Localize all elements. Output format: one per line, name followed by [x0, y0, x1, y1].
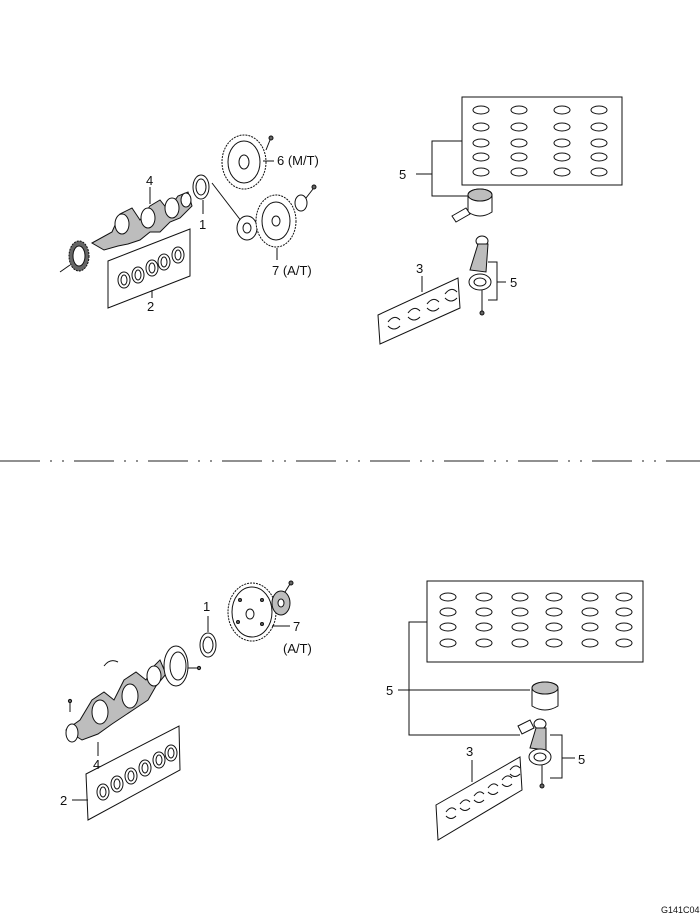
upper-callout-crankshaft: 4: [146, 173, 153, 188]
upper-callout-driveplate-at: 7 (A/T): [272, 263, 312, 278]
lower-callout-piston: 5: [386, 683, 393, 698]
figure-code: G141C04: [661, 905, 700, 915]
lower-piston-ring-set: [426, 580, 644, 663]
lower-conrod: [528, 718, 552, 789]
upper-callout-conrod-bearings: 3: [416, 261, 423, 276]
lower-callout-seal: 1: [203, 599, 210, 614]
lower-crankshaft: [65, 659, 167, 743]
upper-conrod-bearings: [377, 277, 461, 345]
lower-main-bearings: [85, 725, 181, 821]
lower-seal-housing: [163, 645, 202, 687]
upper-piston-ring-set: [461, 96, 623, 186]
upper-piston-assembly: 5 5 3: [377, 96, 623, 345]
upper-piston-bracket: [416, 140, 470, 197]
upper-rear-seal: [192, 174, 210, 200]
upper-crankshaft: [90, 191, 193, 251]
lower-driveplate-at: [227, 580, 294, 642]
lower-conrod-bearings: [435, 756, 523, 841]
lower-callout-conrod-bearings: 3: [466, 744, 473, 759]
upper-piston: [451, 188, 493, 223]
upper-driveplate-at: [211, 182, 317, 248]
lower-piston: [517, 681, 559, 735]
upper-flywheel-mt: [221, 134, 274, 190]
upper-callout-conrod: 5: [510, 275, 517, 290]
upper-callout-flywheel-mt: 6 (M/T): [277, 153, 319, 168]
lower-callout-driveplate-num: 7: [293, 619, 300, 634]
lower-rear-seal: [199, 632, 217, 658]
lower-crankshaft-assembly: 4 2 1: [60, 580, 312, 821]
upper-crankshaft-assembly: 4 2 1 6 (M: [59, 134, 319, 314]
upper-crank-sprocket: [59, 240, 90, 273]
upper-conrod-bracket: [488, 261, 506, 301]
lower-conrod-bracket: [550, 734, 575, 779]
upper-conrod: [468, 235, 492, 316]
upper-callout-piston: 5: [399, 167, 406, 182]
upper-callout-seal: 1: [199, 217, 206, 232]
lower-callout-conrod: 5: [578, 752, 585, 767]
lower-piston-assembly: 5 5: [386, 580, 644, 841]
lower-callout-main-bearings: 2: [60, 793, 67, 808]
lower-callout-crankshaft: 4: [93, 757, 100, 772]
upper-callout-main-bearings: 2: [147, 299, 154, 314]
lower-ring-bracket: [408, 621, 520, 736]
upper-main-bearings: [107, 228, 191, 309]
lower-callout-driveplate-txt: (A/T): [283, 641, 312, 656]
